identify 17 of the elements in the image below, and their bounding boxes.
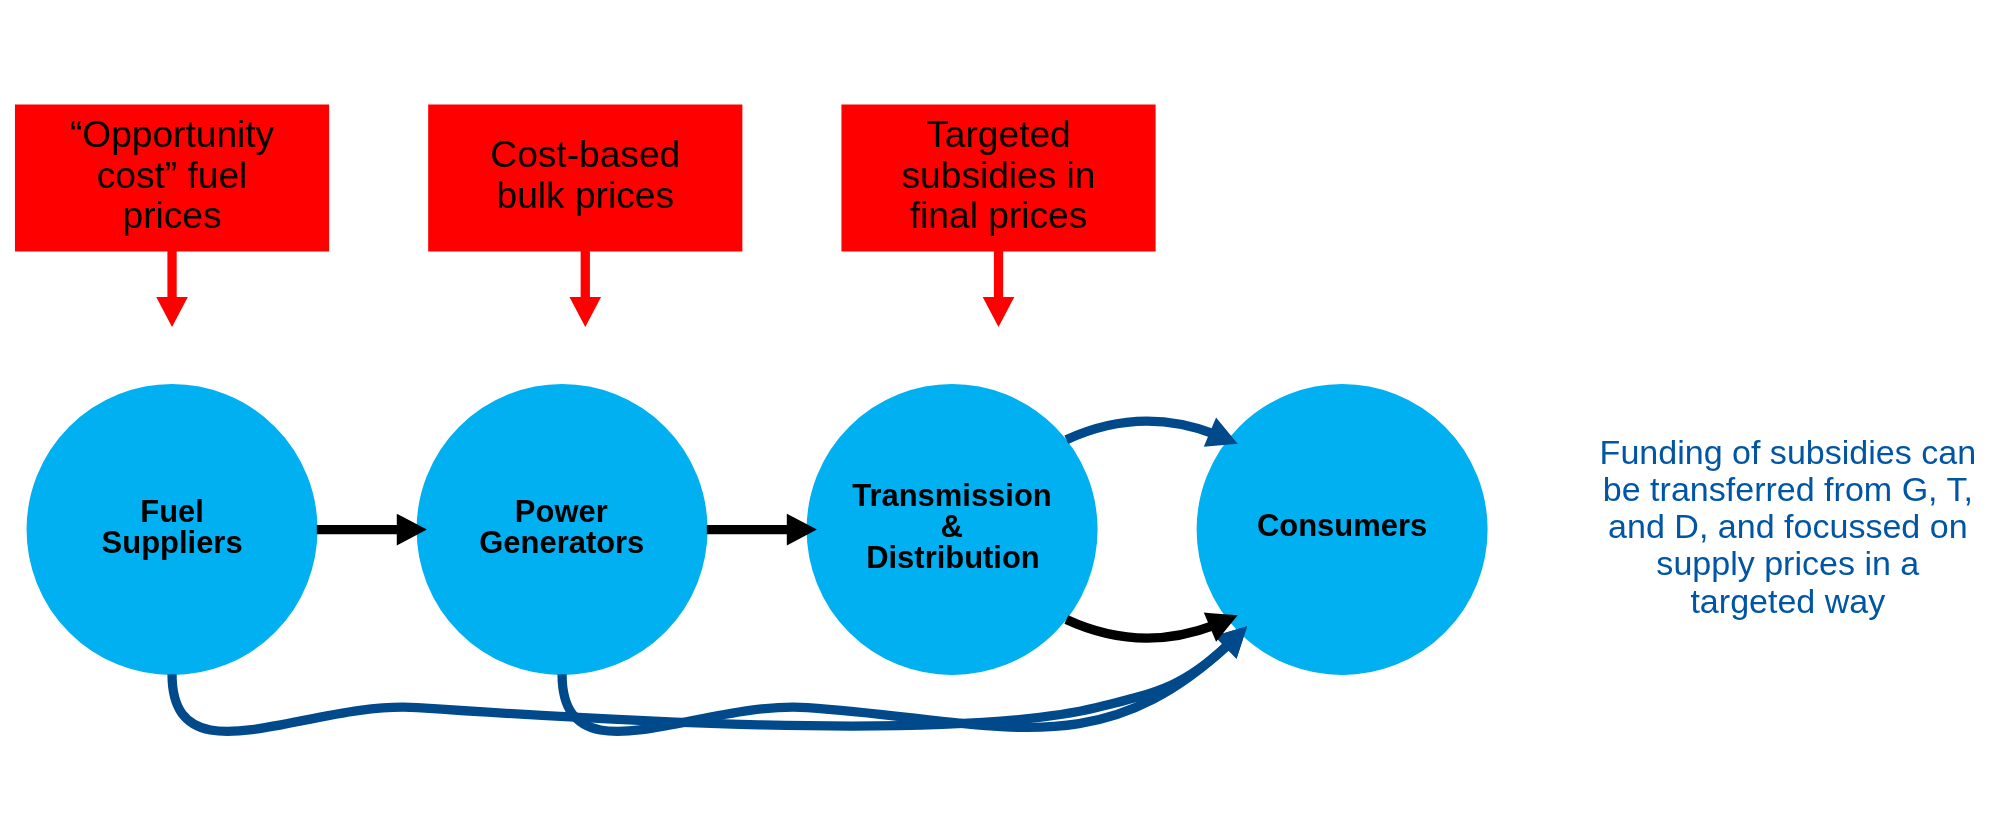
node-circle: Fuel Suppliers bbox=[26, 384, 318, 676]
node-circle: Power Generators bbox=[416, 384, 708, 676]
arrow bbox=[557, 626, 1248, 736]
arrow bbox=[706, 513, 817, 546]
node-box: “Opportunity cost” fuel prices bbox=[14, 104, 330, 252]
arrow bbox=[1064, 612, 1238, 643]
node-box: Cost-based bulk prices bbox=[428, 104, 743, 252]
arrow bbox=[167, 626, 1248, 736]
label: Funding of subsidies can be transferred from G, T, and D, and focussed on supply prices in a targeted way bbox=[1599, 432, 1977, 620]
arrow bbox=[1064, 416, 1238, 447]
arrow bbox=[156, 250, 188, 328]
node-circle: Transmission & Distribution bbox=[806, 384, 1098, 676]
arrow bbox=[569, 250, 602, 328]
arrow bbox=[316, 513, 427, 546]
node-box: Targeted subsidies in final prices bbox=[841, 104, 1156, 252]
node-circle: Consumers bbox=[1196, 384, 1488, 676]
arrow bbox=[982, 250, 1015, 328]
